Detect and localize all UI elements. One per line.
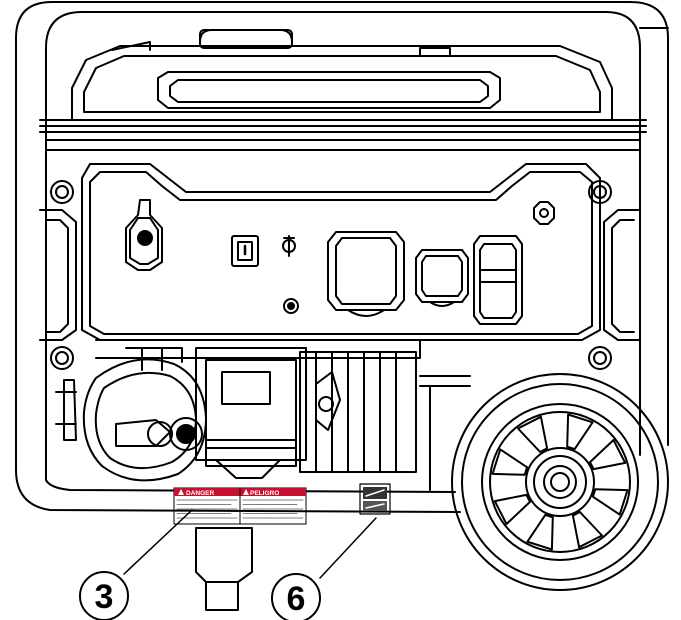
warning-label-left-title: DANGER xyxy=(186,490,214,497)
control-panel xyxy=(45,139,641,341)
callout-3-number: 3 xyxy=(95,578,114,616)
leader-line-3 xyxy=(123,509,193,575)
side-bracket-left xyxy=(39,209,77,341)
wheel-spokes xyxy=(491,413,629,551)
wheel-icon xyxy=(451,373,669,591)
side-bracket-right xyxy=(603,209,641,341)
warning-label-right-title: PELIGRO xyxy=(250,490,279,497)
wheel-spoke xyxy=(526,513,554,551)
wheel-spoke xyxy=(517,415,549,453)
wheel-spoke xyxy=(566,413,594,451)
bolt-bottom-left xyxy=(50,346,74,370)
callout-3: 3 xyxy=(79,571,129,620)
wheel-spoke xyxy=(571,511,603,549)
recoil-starter-cover xyxy=(55,358,207,482)
wheel-spoke xyxy=(493,493,531,525)
outlet-icon-tall xyxy=(473,235,523,325)
ground-terminal-icon xyxy=(533,201,555,225)
wheel-spoke xyxy=(591,488,629,516)
power-switch-icon xyxy=(231,235,259,267)
leader-line-6 xyxy=(319,517,377,579)
engine-assembly xyxy=(95,339,471,491)
bolt-top-right xyxy=(588,180,612,204)
choke-lever-icon xyxy=(125,199,163,271)
warning-label-icon xyxy=(173,487,307,525)
outlet-icon-medium xyxy=(415,249,469,307)
callout-6: 6 xyxy=(271,573,321,620)
wheel-spoke xyxy=(491,448,529,476)
symbol-label-icon xyxy=(359,483,391,515)
fuel-tank-shroud xyxy=(39,29,647,133)
engine-foot xyxy=(195,527,253,611)
outlet-icon-large xyxy=(327,231,405,317)
wheel-spoke xyxy=(589,439,627,471)
callout-6-number: 6 xyxy=(287,580,306,618)
frame-tube xyxy=(15,1,669,513)
bolt-top-left xyxy=(50,180,74,204)
bolt-bottom-right xyxy=(588,346,612,370)
fuel-valve-icon xyxy=(283,298,299,314)
breaker-icon xyxy=(282,235,296,257)
